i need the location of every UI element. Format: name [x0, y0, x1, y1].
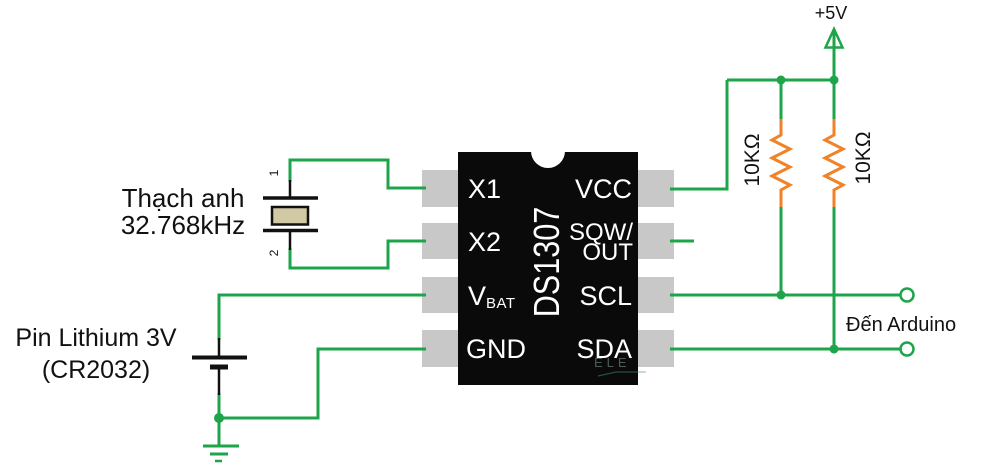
wire-vcc-net [670, 80, 729, 191]
supply-label: +5V [814, 3, 848, 23]
pad-sqw [637, 223, 674, 259]
vbat-main-text: V [468, 281, 487, 311]
junction-sda-r2 [829, 344, 839, 354]
power-flag-icon [823, 26, 845, 49]
crystal-pin2-number: 2 [267, 249, 281, 257]
junction-battery-gnd [214, 413, 224, 423]
pad-x2 [422, 223, 459, 259]
terminal-scl [899, 287, 915, 303]
ic-body [458, 152, 638, 385]
ic-part-number: DS1307 [526, 206, 567, 318]
resistor-r1-value: 10KΩ [741, 133, 764, 187]
vbat-subscript-text: BAT [486, 295, 516, 312]
ic-pin-label-scl: SCL [579, 281, 632, 311]
black-parts [192, 180, 318, 395]
junction-rail-r1 [776, 75, 786, 85]
to-arduino-label: Đến Arduino [846, 314, 957, 336]
sqw-line1: SQW/ [569, 219, 633, 246]
watermark-text: ELE [594, 355, 631, 370]
pad-x1 [422, 170, 459, 207]
terminal-sda [899, 341, 915, 357]
junction-rail-r2 [829, 75, 839, 85]
watermark-squiggle [597, 371, 646, 377]
crystal-frequency-label: 32.768kHz [120, 210, 246, 240]
pad-vcc [637, 170, 674, 207]
resistor-r2-value: 10KΩ [852, 131, 875, 185]
resistors [768, 119, 847, 207]
wire-x1-net [288, 158, 426, 190]
ic-pads [422, 170, 674, 367]
wire-gnd-net [219, 347, 426, 420]
resistor-r1 [768, 119, 794, 207]
ic-notch [531, 134, 565, 168]
pad-scl [637, 277, 674, 313]
pad-gnd [422, 330, 459, 367]
junction-scl-r1 [776, 290, 786, 300]
crystal-body [270, 205, 310, 226]
battery-model-label: (CR2032) [41, 356, 151, 384]
pad-vbat [422, 277, 459, 313]
crystal-name-label: Thạch anh [121, 183, 245, 213]
ic-pin-label-sda: SDA [576, 334, 632, 364]
ic-pin-label-sqw-out: SQW/ OUT [558, 219, 633, 266]
pad-sda [637, 330, 674, 367]
wire-x2-net [288, 239, 426, 270]
ic-pin-label-vcc: VCC [574, 174, 632, 204]
ic-pin-label-vbat: VBAT [468, 281, 516, 312]
ic-pin-label-gnd: GND [466, 334, 526, 364]
junction-dots [214, 75, 839, 423]
sqw-line2: OUT [582, 239, 633, 266]
wire-vbat-net [217, 293, 426, 340]
ic-pin-label-x2: X2 [468, 227, 502, 257]
resistor-r2 [821, 119, 847, 207]
terminals [899, 287, 915, 357]
battery-name-label: Pin Lithium 3V [15, 324, 177, 352]
crystal-pin1-number: 1 [267, 169, 281, 177]
ic-pin-label-x1: X1 [468, 174, 502, 204]
